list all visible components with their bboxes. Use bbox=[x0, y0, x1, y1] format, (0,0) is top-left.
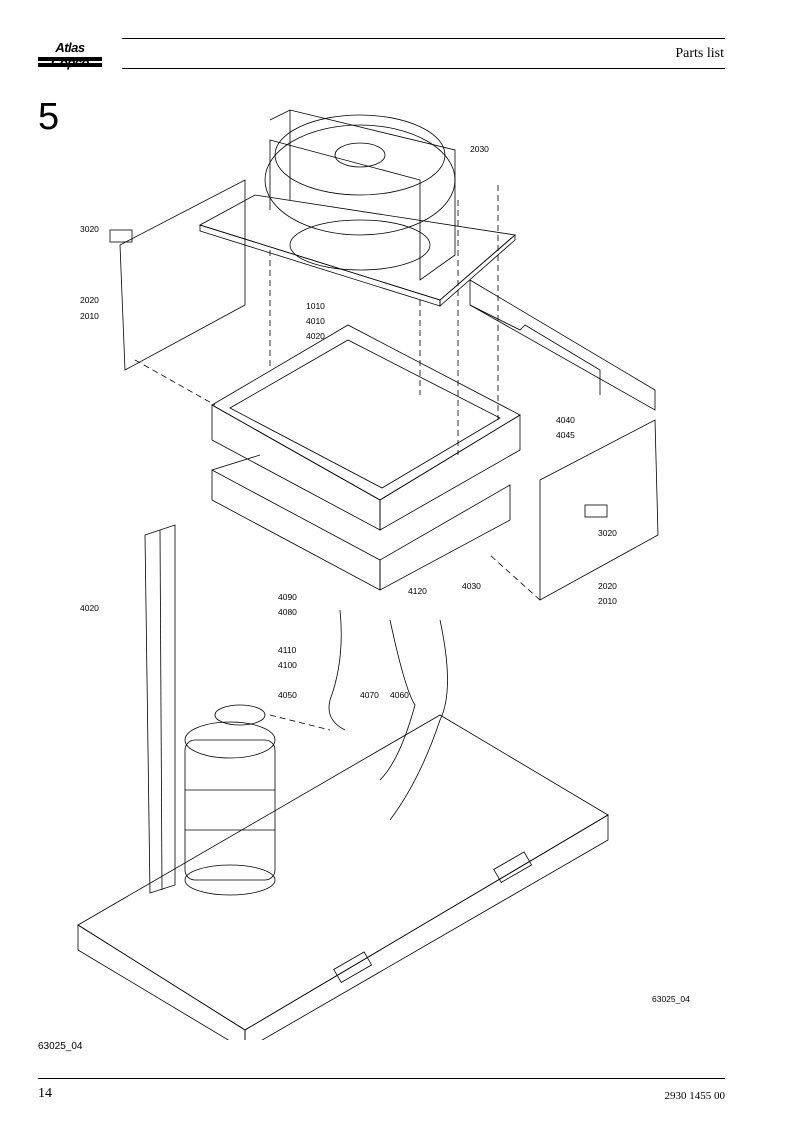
figure-id-inside: 63025_04 bbox=[652, 994, 690, 1004]
part-label: 4020 bbox=[80, 603, 99, 613]
part-label: 4040 bbox=[556, 415, 575, 425]
part-label: 2020 bbox=[598, 581, 617, 591]
section-number: 5 bbox=[38, 96, 60, 138]
part-label: 2010 bbox=[598, 596, 617, 606]
page-number: 14 bbox=[38, 1086, 52, 1101]
left-panel bbox=[119, 179, 246, 371]
part-label: 1010 bbox=[306, 301, 325, 311]
part-label: 4020 bbox=[306, 331, 325, 341]
part-label: 4030 bbox=[462, 581, 481, 591]
part-label: 3020 bbox=[80, 224, 99, 234]
footer-rule bbox=[38, 1078, 725, 1079]
header-rule-top bbox=[122, 38, 725, 39]
logo-bar bbox=[38, 57, 102, 61]
part-label: 2020 bbox=[80, 295, 99, 305]
figure-id: 63025_04 bbox=[38, 1041, 83, 1052]
part-label: 4080 bbox=[278, 607, 297, 617]
part-label: 4100 bbox=[278, 660, 297, 670]
frame-top bbox=[211, 324, 521, 501]
part-label: 4050 bbox=[278, 690, 297, 700]
fan-plate bbox=[198, 194, 516, 301]
vertical-post bbox=[144, 524, 176, 894]
atlas-copco-logo: Atlas Copco bbox=[38, 36, 102, 70]
compressor bbox=[184, 739, 276, 881]
part-label: 4090 bbox=[278, 592, 297, 602]
part-label: 4045 bbox=[556, 430, 575, 440]
parts-drawing-svg: 2030 3020 2020 2010 1010 4010 4020 4040 … bbox=[77, 109, 690, 1051]
part-label: 4010 bbox=[306, 316, 325, 326]
exploded-parts-drawing: 2030 3020 2020 2010 1010 4010 4020 4040 … bbox=[60, 105, 725, 1051]
right-panel bbox=[539, 419, 659, 601]
part-label: 4120 bbox=[408, 586, 427, 596]
part-label: 4070 bbox=[360, 690, 379, 700]
part-label: 2010 bbox=[80, 311, 99, 321]
part-label: 4110 bbox=[278, 645, 297, 655]
part-label: 2030 bbox=[470, 144, 489, 154]
base-plate bbox=[77, 714, 609, 1031]
document-number: 2930 1455 00 bbox=[664, 1090, 726, 1102]
part-label: 4060 bbox=[390, 690, 409, 700]
part-label: 3020 bbox=[598, 528, 617, 538]
logo-bar bbox=[38, 63, 102, 67]
page-header-title: Parts list bbox=[675, 46, 724, 61]
header-rule-bottom bbox=[122, 68, 725, 69]
